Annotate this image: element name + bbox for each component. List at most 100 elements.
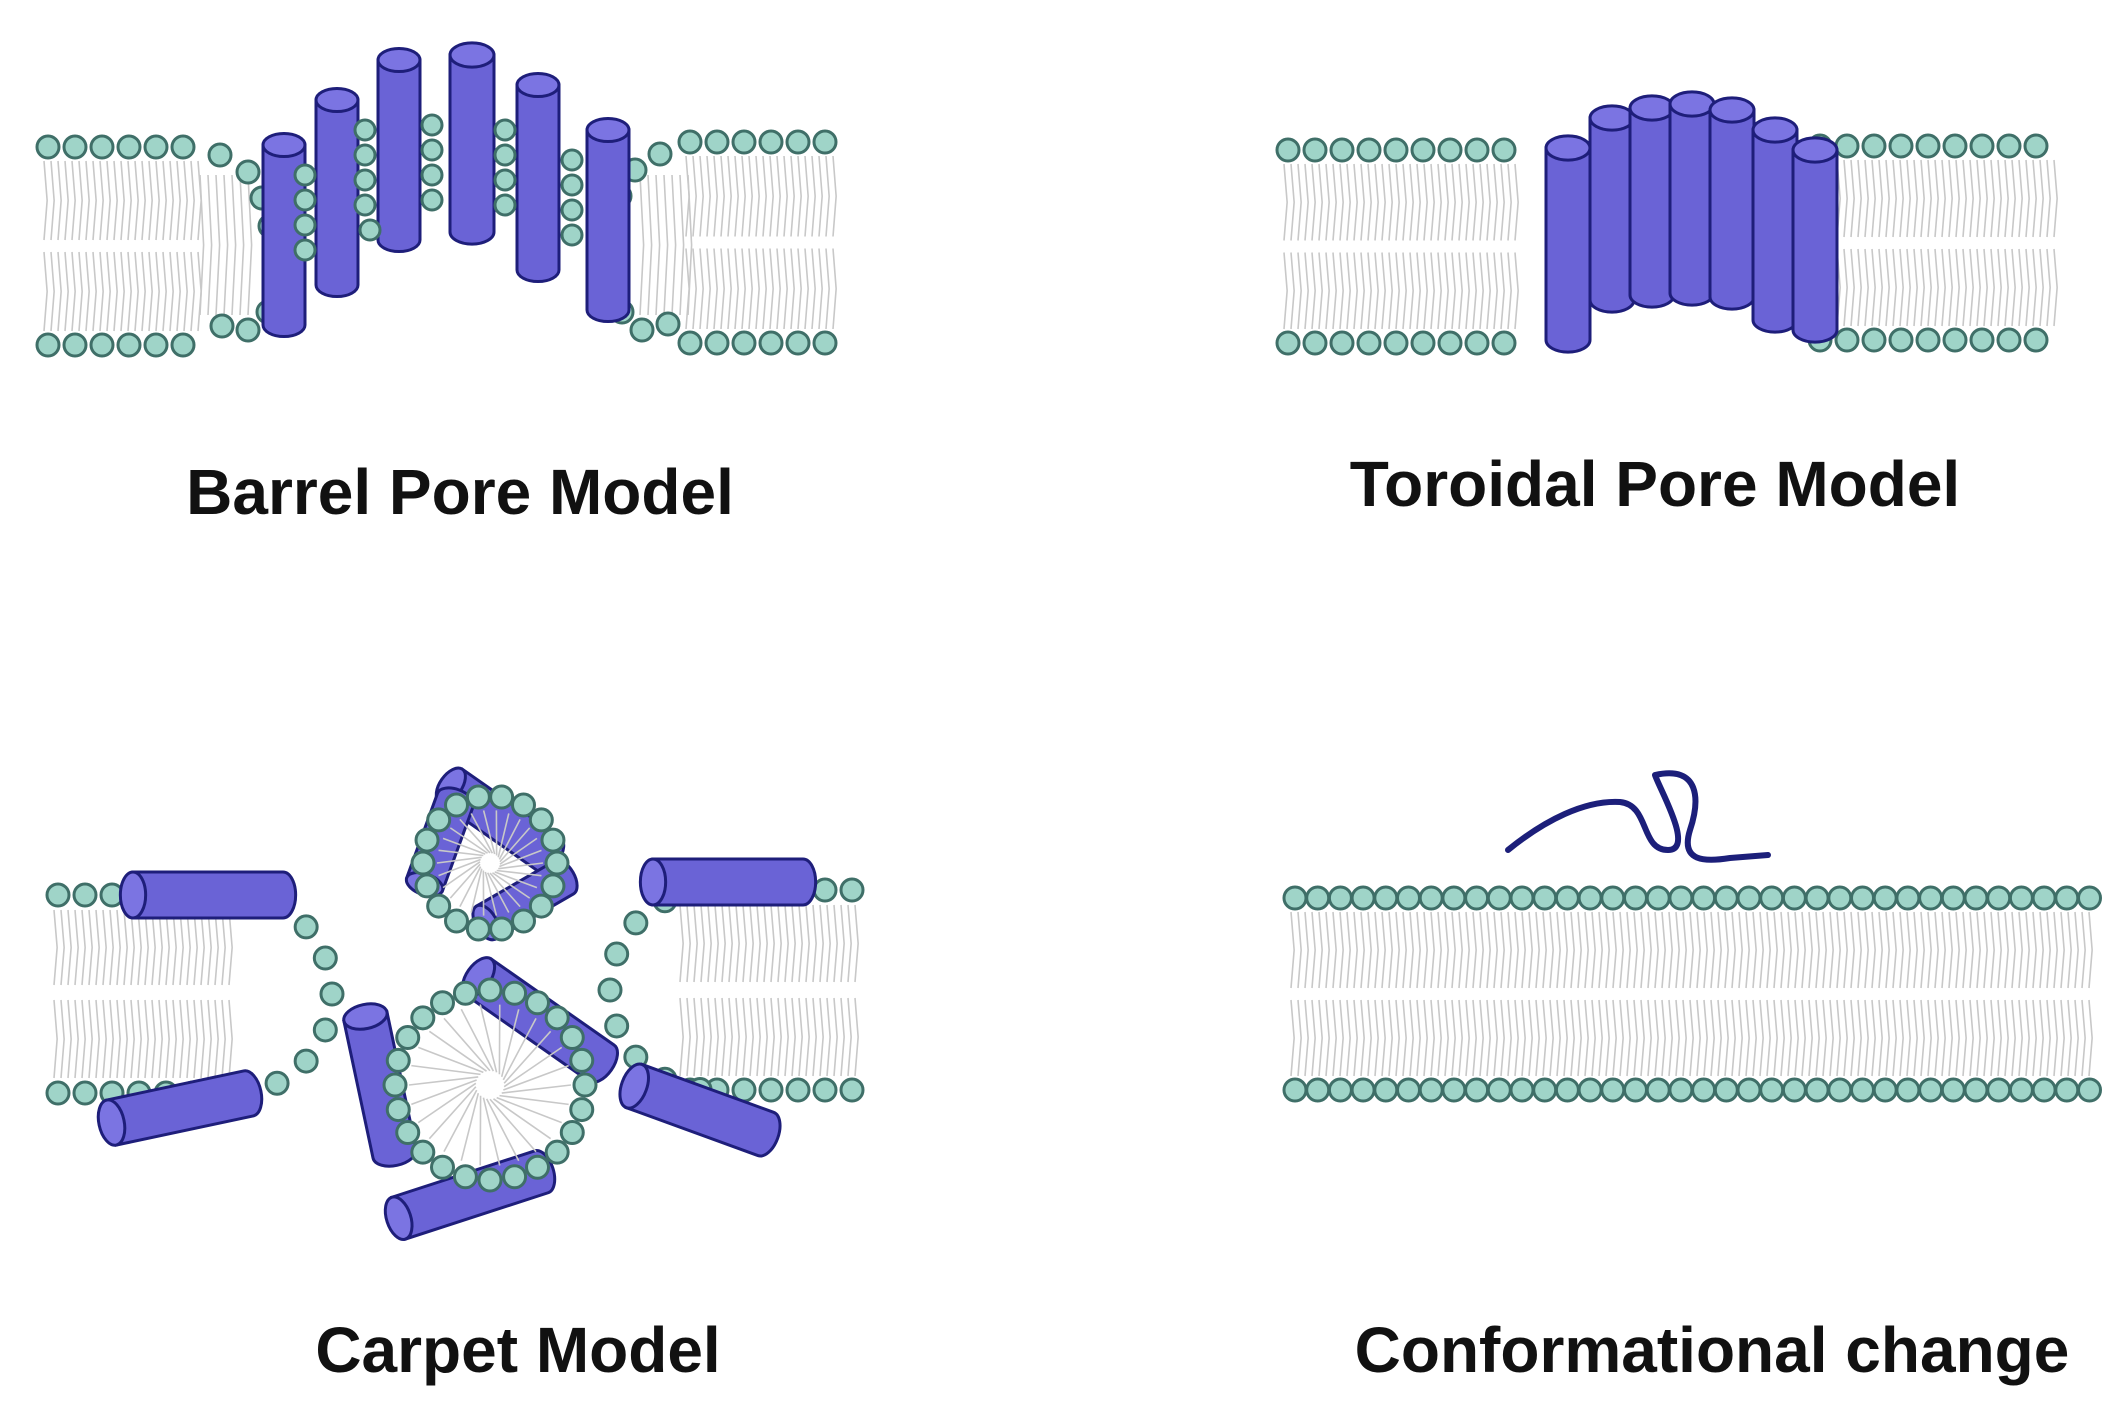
lipid-head-icon: [353, 118, 377, 142]
lipid-head-icon: [785, 330, 811, 356]
lipid-head-icon: [1872, 885, 1898, 911]
panel-barrel-pore: [35, 41, 838, 358]
peptide-cap: [1588, 104, 1636, 132]
lipid-head-icon: [444, 792, 469, 818]
lipid-head-icon: [1918, 885, 1944, 911]
lipid-head-icon: [525, 990, 550, 1016]
lipid-head-icon: [1827, 885, 1853, 911]
lipid-head-icon: [629, 317, 655, 343]
peptide-cap: [1791, 136, 1839, 164]
peptide-cap: [1544, 134, 1592, 162]
lipid-head-icon: [1282, 1077, 1308, 1103]
lipid-head-icon: [293, 1048, 319, 1074]
lipid-head-icon: [1464, 137, 1490, 163]
lipid-head-icon: [1942, 133, 1968, 159]
lipid-head-icon: [2054, 885, 2080, 911]
lipid-head-icon: [426, 893, 452, 919]
lipid-head-icon: [420, 163, 444, 187]
lipid-head-icon: [1969, 133, 1995, 159]
lipid-head-icon: [1713, 1077, 1739, 1103]
peptide-cap: [261, 131, 307, 159]
peptide-cap: [585, 116, 631, 144]
lipid-head-icon: [528, 807, 554, 833]
lipid-head-icon: [758, 1077, 784, 1103]
lipid-head-icon: [353, 168, 377, 192]
lipid-head-icon: [1850, 1077, 1875, 1103]
lipid-head-icon: [1781, 1077, 1807, 1103]
lipid-head-icon: [452, 1164, 478, 1190]
lipid-head-icon: [597, 977, 623, 1003]
lipid-head-icon: [1691, 885, 1717, 911]
lipid-head-icon: [1437, 330, 1463, 356]
peptide-cap: [618, 1062, 650, 1110]
lipid-head-icon: [1942, 327, 1968, 353]
lipid-head-icon: [395, 1120, 421, 1145]
lipid-head-icon: [1668, 885, 1694, 911]
label-barrel-pore-model: Barrel Pore Model: [186, 456, 734, 528]
lipid-head-icon: [704, 129, 730, 155]
lipid-head-icon: [540, 827, 566, 853]
lipid-tails: [199, 174, 253, 316]
lipid-head-icon: [477, 1167, 503, 1193]
lipid-head-icon: [572, 1072, 598, 1098]
lipid-head-icon: [1600, 1077, 1626, 1103]
lipid-head-icon: [623, 910, 649, 936]
lipid-head-icon: [812, 1077, 838, 1103]
lipid-head-icon: [353, 143, 377, 167]
lipid-head-icon: [559, 1120, 585, 1145]
lipid-head-icon: [1441, 1077, 1467, 1103]
lipid-head-icon: [116, 332, 142, 358]
lipid-head-icon: [1329, 137, 1355, 163]
lipid-head-icon: [812, 129, 838, 155]
peptide-cylinder-icon: [1751, 128, 1799, 334]
lipid-tails: [685, 248, 837, 330]
lipid-head-icon: [1491, 330, 1517, 356]
peptide-cap: [314, 86, 360, 114]
lipid-head-icon: [1986, 885, 2012, 911]
lipid-head-icon: [1329, 330, 1355, 356]
panel-conformational-change: [1282, 770, 2102, 1103]
peptide-cap: [515, 71, 561, 99]
lipid-head-icon: [560, 198, 584, 222]
lipid-head-icon: [1850, 885, 1875, 911]
lipid-head-icon: [1305, 885, 1331, 911]
lipid-head-icon: [1554, 1077, 1580, 1103]
lipid-head-icon: [1861, 327, 1887, 353]
lipid-head-icon: [235, 159, 261, 185]
lipid-head-icon: [758, 129, 784, 155]
lipid-head-icon: [312, 945, 338, 971]
peptide-body: [624, 1062, 782, 1158]
lipid-head-icon: [1713, 885, 1739, 911]
lipid-head-icon: [812, 330, 838, 356]
lipid-head-icon: [560, 148, 584, 172]
lipid-head-icon: [1996, 327, 2022, 353]
lipid-head-icon: [1872, 1077, 1898, 1103]
lipid-head-icon: [1759, 1077, 1785, 1103]
lipid-head-icon: [2077, 1077, 2102, 1103]
lipid-head-icon: [1834, 133, 1860, 159]
lipid-head-icon: [1888, 327, 1914, 353]
lipid-head-icon: [1275, 137, 1301, 163]
lipid-head-icon: [1532, 1077, 1558, 1103]
lipid-head-icon: [1437, 137, 1463, 163]
lipid-head-icon: [426, 807, 452, 833]
lipid-head-icon: [207, 142, 233, 168]
lipid-head-icon: [385, 1097, 411, 1123]
lipid-head-icon: [1441, 885, 1467, 911]
lipid-head-icon: [358, 218, 382, 242]
peptide-cylinder-icon: [96, 1069, 264, 1147]
lipid-head-icon: [604, 1013, 630, 1039]
lipid-head-icon: [2008, 1077, 2034, 1103]
lipid-head-icon: [647, 141, 673, 167]
lipid-head-icon: [62, 134, 88, 160]
peptide-cap: [1751, 116, 1799, 144]
lipid-head-icon: [1464, 1077, 1490, 1103]
lipid-head-icon: [1963, 885, 1989, 911]
lipid-head-icon: [1373, 1077, 1399, 1103]
peptide-cap: [342, 1002, 389, 1031]
lipid-head-icon: [414, 827, 440, 853]
lipid-head-icon: [312, 1017, 338, 1043]
lipid-head-icon: [170, 134, 196, 160]
lipid-head-icon: [1327, 885, 1353, 911]
